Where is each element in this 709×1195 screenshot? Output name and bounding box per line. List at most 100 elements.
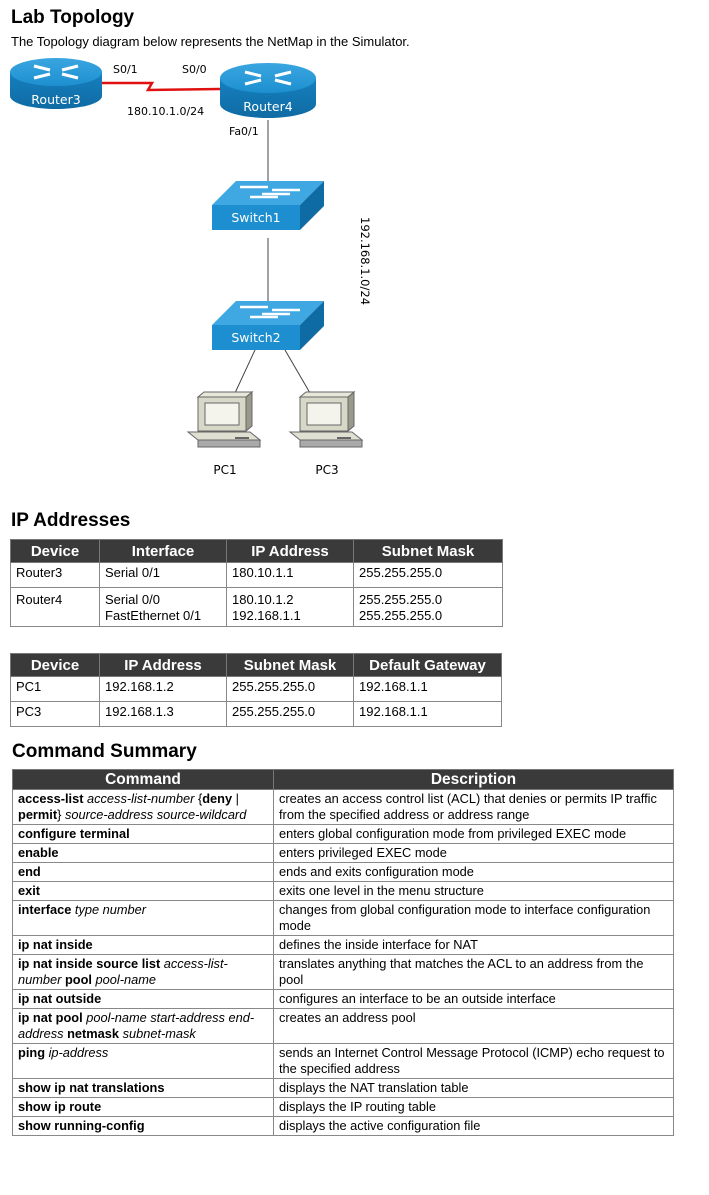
col-subnet-mask: Subnet Mask [226, 653, 354, 677]
mask-cell: 255.255.255.0 [226, 701, 354, 727]
ip-cell: 180.10.1.2 192.168.1.1 [226, 587, 354, 627]
table-row: show running-config displays the active c… [12, 1116, 674, 1136]
table-row: end ends and exits configuration mode [12, 862, 674, 882]
command-summary-heading: Command Summary [12, 741, 197, 762]
interface-line: FastEthernet 0/1 [105, 608, 202, 623]
description-cell: creates an address pool [273, 1008, 674, 1044]
table-row: Router3 Serial 0/1 180.10.1.1 255.255.25… [10, 562, 503, 588]
table-row: access-list access-list-number {deny | p… [12, 789, 674, 825]
command-cell: ip nat inside source list access-list-nu… [12, 954, 274, 990]
command-cell: ip nat inside [12, 935, 274, 955]
pc3-label: PC3 [315, 463, 338, 477]
command-cell: ip nat pool pool-name start-address end-… [12, 1008, 274, 1044]
command-cell: show ip nat translations [12, 1078, 274, 1098]
command-syntax-part: pool-name start-address end-address [18, 1010, 255, 1041]
switch1-icon: Switch1 [212, 181, 324, 230]
mask-cell: 255.255.255.0 255.255.255.0 [353, 587, 503, 627]
interface-cell: Serial 0/0 FastEthernet 0/1 [99, 587, 227, 627]
col-command: Command [12, 769, 274, 790]
col-device: Device [10, 539, 100, 563]
topology-intro: The Topology diagram below represents th… [11, 34, 410, 49]
table-row: PC1 192.168.1.2 255.255.255.0 192.168.1.… [10, 676, 502, 702]
col-subnet-mask: Subnet Mask [353, 539, 503, 563]
command-syntax-part: | [232, 791, 239, 806]
table-row: Router4 Serial 0/0 FastEthernet 0/1 180.… [10, 587, 503, 627]
table-row: show ip nat translations displays the NAT… [12, 1078, 674, 1098]
mask-cell: 255.255.255.0 [353, 562, 503, 588]
command-syntax-part: show running-config [18, 1118, 145, 1133]
description-cell: defines the inside interface for NAT [273, 935, 674, 955]
col-ip-address: IP Address [99, 653, 227, 677]
command-syntax-part: subnet-mask [122, 1026, 196, 1041]
command-cell: show ip route [12, 1097, 274, 1117]
command-syntax-part: permit [18, 807, 58, 822]
link-sw2-pc3 [284, 349, 311, 394]
description-cell: displays the NAT translation table [273, 1078, 674, 1098]
r3-port-label: S0/1 [113, 63, 138, 76]
ip-cell: 192.168.1.2 [99, 676, 227, 702]
serial-net-label: 180.10.1.0/24 [127, 105, 204, 118]
ip-line: 180.10.1.2 [232, 592, 294, 607]
switch2-icon: Switch2 [212, 301, 324, 350]
table-row: ip nat pool pool-name start-address end-… [12, 1008, 674, 1044]
pc-ip-table: Device IP Address Subnet Mask Default Ga… [10, 653, 502, 727]
command-cell: ip nat outside [12, 989, 274, 1009]
router4-icon: Router4 [220, 63, 316, 118]
command-syntax-part: ip nat inside source list [18, 956, 164, 971]
command-syntax-part: show ip nat translations [18, 1080, 165, 1095]
command-syntax-part: access-list [18, 791, 88, 806]
command-syntax-part: } [57, 807, 65, 822]
description-cell: configures an interface to be an outside… [273, 989, 674, 1009]
description-cell: enters privileged EXEC mode [273, 843, 674, 863]
interface-line: Serial 0/0 [105, 592, 160, 607]
command-syntax-part: exit [18, 883, 41, 898]
command-syntax-part: ip-address [48, 1045, 109, 1060]
pc1-label: PC1 [213, 463, 236, 477]
command-summary-table: Command Description access-list access-l… [12, 769, 674, 1136]
command-syntax-part: end [18, 864, 41, 879]
col-default-gateway: Default Gateway [353, 653, 502, 677]
switch2-label: Switch2 [231, 330, 280, 345]
command-syntax-part: { [197, 791, 203, 806]
description-cell: displays the active configuration file [273, 1116, 674, 1136]
interface-cell: Serial 0/1 [99, 562, 227, 588]
gateway-cell: 192.168.1.1 [353, 676, 502, 702]
table-row: PC3 192.168.1.3 255.255.255.0 192.168.1.… [10, 701, 502, 727]
command-syntax-part: interface [18, 902, 75, 917]
lan-net-label: 192.168.1.0/24 [358, 217, 372, 305]
description-cell: ends and exits configuration mode [273, 862, 674, 882]
col-device: Device [10, 653, 100, 677]
pc3-icon [288, 390, 364, 448]
ip-cell: 192.168.1.3 [99, 701, 227, 727]
mask-line: 255.255.255.0 [359, 608, 443, 623]
device-cell: PC1 [10, 676, 100, 702]
ip-line: 192.168.1.1 [232, 608, 301, 623]
ip-addresses-heading: IP Addresses [11, 510, 131, 531]
router4-label: Router4 [243, 99, 292, 114]
description-cell: exits one level in the menu structure [273, 881, 674, 901]
r4-port-label: S0/0 [182, 63, 207, 76]
command-syntax-part: pool [64, 972, 96, 987]
ip-cell: 180.10.1.1 [226, 562, 354, 588]
table-row: exit exits one level in the menu structur… [12, 881, 674, 901]
router-ip-table: Device Interface IP Address Subnet Mask … [10, 539, 503, 627]
serial-link [100, 81, 221, 92]
topology-heading: Lab Topology [11, 7, 135, 28]
device-cell: Router4 [10, 587, 100, 627]
command-syntax-part: source-address source-wildcard [64, 807, 247, 822]
command-cell: ping ip-address [12, 1043, 274, 1079]
description-cell: sends an Internet Control Message Protoc… [273, 1043, 674, 1079]
description-cell: changes from global configuration mode t… [273, 900, 674, 936]
command-cell: exit [12, 881, 274, 901]
r4-lan-port-label: Fa0/1 [229, 125, 259, 138]
command-syntax-part: deny [202, 791, 233, 806]
mask-cell: 255.255.255.0 [226, 676, 354, 702]
command-cell: configure terminal [12, 824, 274, 844]
command-cell: interface type number [12, 900, 274, 936]
